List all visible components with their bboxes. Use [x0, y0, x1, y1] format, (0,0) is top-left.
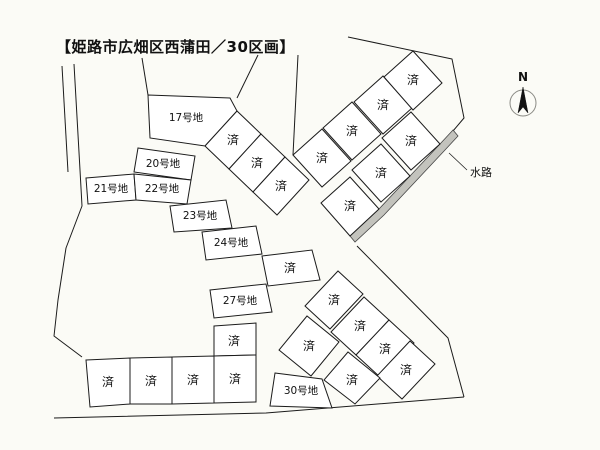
lot-label: 済: [344, 198, 356, 213]
lot-label: 済: [346, 123, 358, 138]
road-edge-left-outer: [61, 65, 69, 173]
lot-label: 27号地: [223, 294, 258, 307]
lot-parcel: [292, 128, 352, 188]
lot-parcel: [355, 319, 415, 379]
lot-label: 済: [275, 178, 287, 193]
compass-north-label: N: [518, 70, 528, 84]
lot-parcel: [383, 50, 443, 111]
lot-label: 済: [187, 372, 199, 387]
lot-label: 済: [379, 341, 391, 356]
lot-parcel: [269, 372, 333, 409]
lot-label: 済: [228, 333, 240, 348]
lot-label: 済: [346, 372, 358, 387]
lot-label: 23号地: [183, 209, 218, 222]
page-title: 【姫路市広畑区西蒲田／30区画】: [56, 38, 295, 56]
lot-label: 済: [303, 338, 315, 353]
lot-parcel: [351, 143, 411, 203]
lot-parcel: [322, 101, 382, 161]
lot-label: 17号地: [169, 111, 204, 124]
waterway-label: 水路: [470, 166, 492, 179]
lot-parcel: [304, 270, 364, 330]
lot-label: 24号地: [214, 236, 249, 249]
road-edge-left: [53, 63, 83, 358]
lot-parcel: [376, 340, 436, 400]
lot-label: 済: [354, 318, 366, 333]
lot-label: 済: [251, 155, 263, 170]
compass: N: [509, 70, 537, 117]
lot-label: 30号地: [284, 384, 319, 397]
lot-parcel: [209, 283, 273, 319]
lot-label: 済: [375, 165, 387, 180]
road-edge-southeast: [356, 245, 465, 398]
lot-label: 済: [405, 133, 417, 148]
lot-label: 済: [328, 292, 340, 307]
compass-needle-icon: [517, 86, 529, 114]
lot-label: 済: [102, 374, 114, 389]
lot-label: 済: [400, 362, 412, 377]
lot-label: 済: [377, 97, 389, 112]
lot-parcel: [213, 354, 257, 404]
lot-parcel: [201, 225, 263, 261]
lot-parcel: [323, 351, 381, 405]
lot-parcel: [169, 199, 233, 233]
road-edge-top-entry-right: [292, 54, 299, 156]
lot-label: 済: [227, 132, 239, 147]
lot-label: 済: [316, 150, 328, 165]
lot-parcel: [261, 249, 321, 287]
lot-parcel: [278, 315, 340, 377]
road-edge-top-entry-mid: [236, 54, 259, 99]
lot-label: 20号地: [146, 157, 181, 170]
road-boundary-lines: [53, 36, 465, 419]
road-edge-bottom: [53, 396, 465, 419]
road-edge-top-right: [347, 36, 465, 132]
lot-label: 済: [284, 260, 296, 275]
lot-parcel: [252, 156, 310, 216]
lot-label: 済: [145, 373, 157, 388]
lot-label: 22号地: [145, 182, 180, 195]
road-edge-top-entry-left: [141, 57, 149, 96]
waterway-leader-line: [448, 152, 468, 171]
lot-parcel: [320, 176, 380, 237]
lot-parcel: [381, 111, 441, 171]
waterway-strip: [349, 129, 459, 243]
lot-label: 21号地: [94, 182, 129, 195]
lot-label: 済: [407, 72, 419, 87]
lot-label: 済: [229, 371, 241, 386]
